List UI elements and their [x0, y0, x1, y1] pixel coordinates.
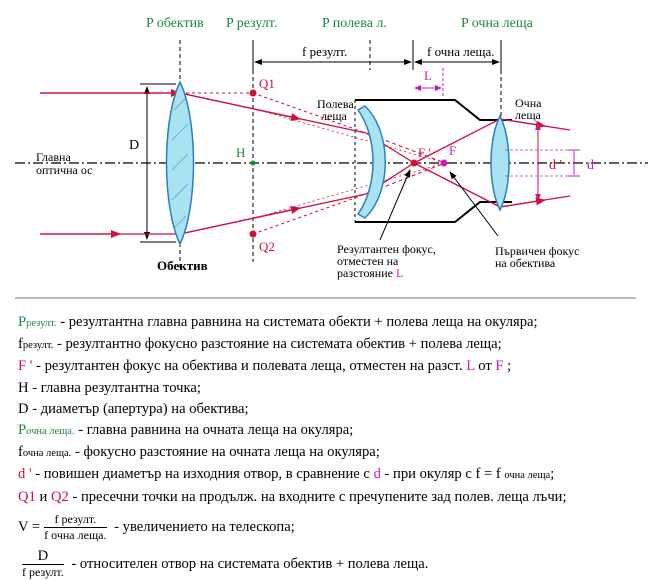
plane-field-label: P полева л.	[322, 16, 387, 31]
res-focus-label-2: отместен на	[337, 254, 399, 268]
legend-line-D: D - диаметър (апертура) на обектива;	[18, 400, 249, 417]
Q2-label: Q2	[259, 239, 275, 254]
legend: Pрезулт. - резултантна главна равнина на…	[18, 312, 643, 580]
res-focus-label-L: L	[396, 266, 403, 280]
legend-line-d-prime: d ' - повишен диаметър на изходния отвор…	[18, 466, 555, 483]
eye-lens-label-1: Очна	[515, 96, 542, 110]
F-prime-point	[410, 159, 418, 167]
legend-line-f-eyepiece: fочна леща. - фокусно разстояние на очна…	[18, 444, 380, 461]
plane-result-label: P резулт.	[226, 16, 277, 31]
f-eyepiece-label: f очна леща.	[427, 44, 495, 59]
legend-line-H: H - главна резултантна точка;	[18, 379, 201, 396]
prim-focus-label-1: Първичен фокус	[495, 244, 580, 258]
plane-objective-label: P обектив	[146, 16, 204, 31]
D-label: D	[129, 138, 139, 153]
legend-line-p-eyepiece: Pочна леща. - главна равнина на очната л…	[18, 422, 354, 439]
Q1-point	[249, 89, 257, 97]
f-result-label: f резулт.	[302, 44, 347, 59]
L-label: L	[424, 68, 432, 83]
prim-focus-label-2: на обектива	[495, 256, 556, 270]
magnification-fraction: f резулт.f очна леща.	[44, 511, 107, 542]
Q1-label: Q1	[259, 76, 275, 91]
legend-line-Q: Q1 и Q2 - пресечни точки на продълж. на …	[18, 488, 567, 505]
F-point	[440, 159, 448, 167]
field-lens-label-2: леща	[321, 109, 348, 123]
d-label: d	[587, 158, 594, 173]
legend-line-f-prime: F ' - резултантен фокус на обектива и по…	[18, 358, 512, 375]
legend-line-p-result: Pрезулт. - резултантна главна равнина на…	[18, 314, 538, 330]
main-axis-label-1: Главна	[36, 150, 71, 164]
res-focus-label-1: Резултантен фокус,	[337, 242, 436, 256]
F-label: F	[449, 143, 456, 158]
H-point	[250, 160, 256, 166]
telescope-optics-diagram: P обектив P резулт. P полева л. P очна л…	[15, 16, 648, 299]
res-focus-label-3: разстояние	[337, 266, 393, 280]
svg-text:разстояние L: разстояние L	[337, 266, 403, 280]
objective-lens	[165, 80, 195, 246]
Q2-point	[249, 230, 257, 238]
d-prime-label: d '	[549, 158, 562, 173]
objective-lens-label: Обектив	[157, 258, 208, 273]
F-prime-label: F '	[418, 145, 431, 160]
plane-eyepiece-label: P очна леща	[461, 16, 534, 31]
main-axis-label-2: оптична ос	[36, 163, 93, 177]
H-label: H	[236, 145, 245, 160]
field-lens-label-1: Полева	[317, 97, 354, 111]
legend-line-magnification: V =f резулт.f очна леща. - увеличението …	[18, 511, 295, 542]
field-lens	[356, 105, 386, 219]
eye-lens	[490, 114, 510, 212]
eye-lens-label-2: леща	[515, 108, 542, 122]
legend-line-f-result: fрезулт. - резултантно фокусно разстояни…	[18, 336, 502, 353]
